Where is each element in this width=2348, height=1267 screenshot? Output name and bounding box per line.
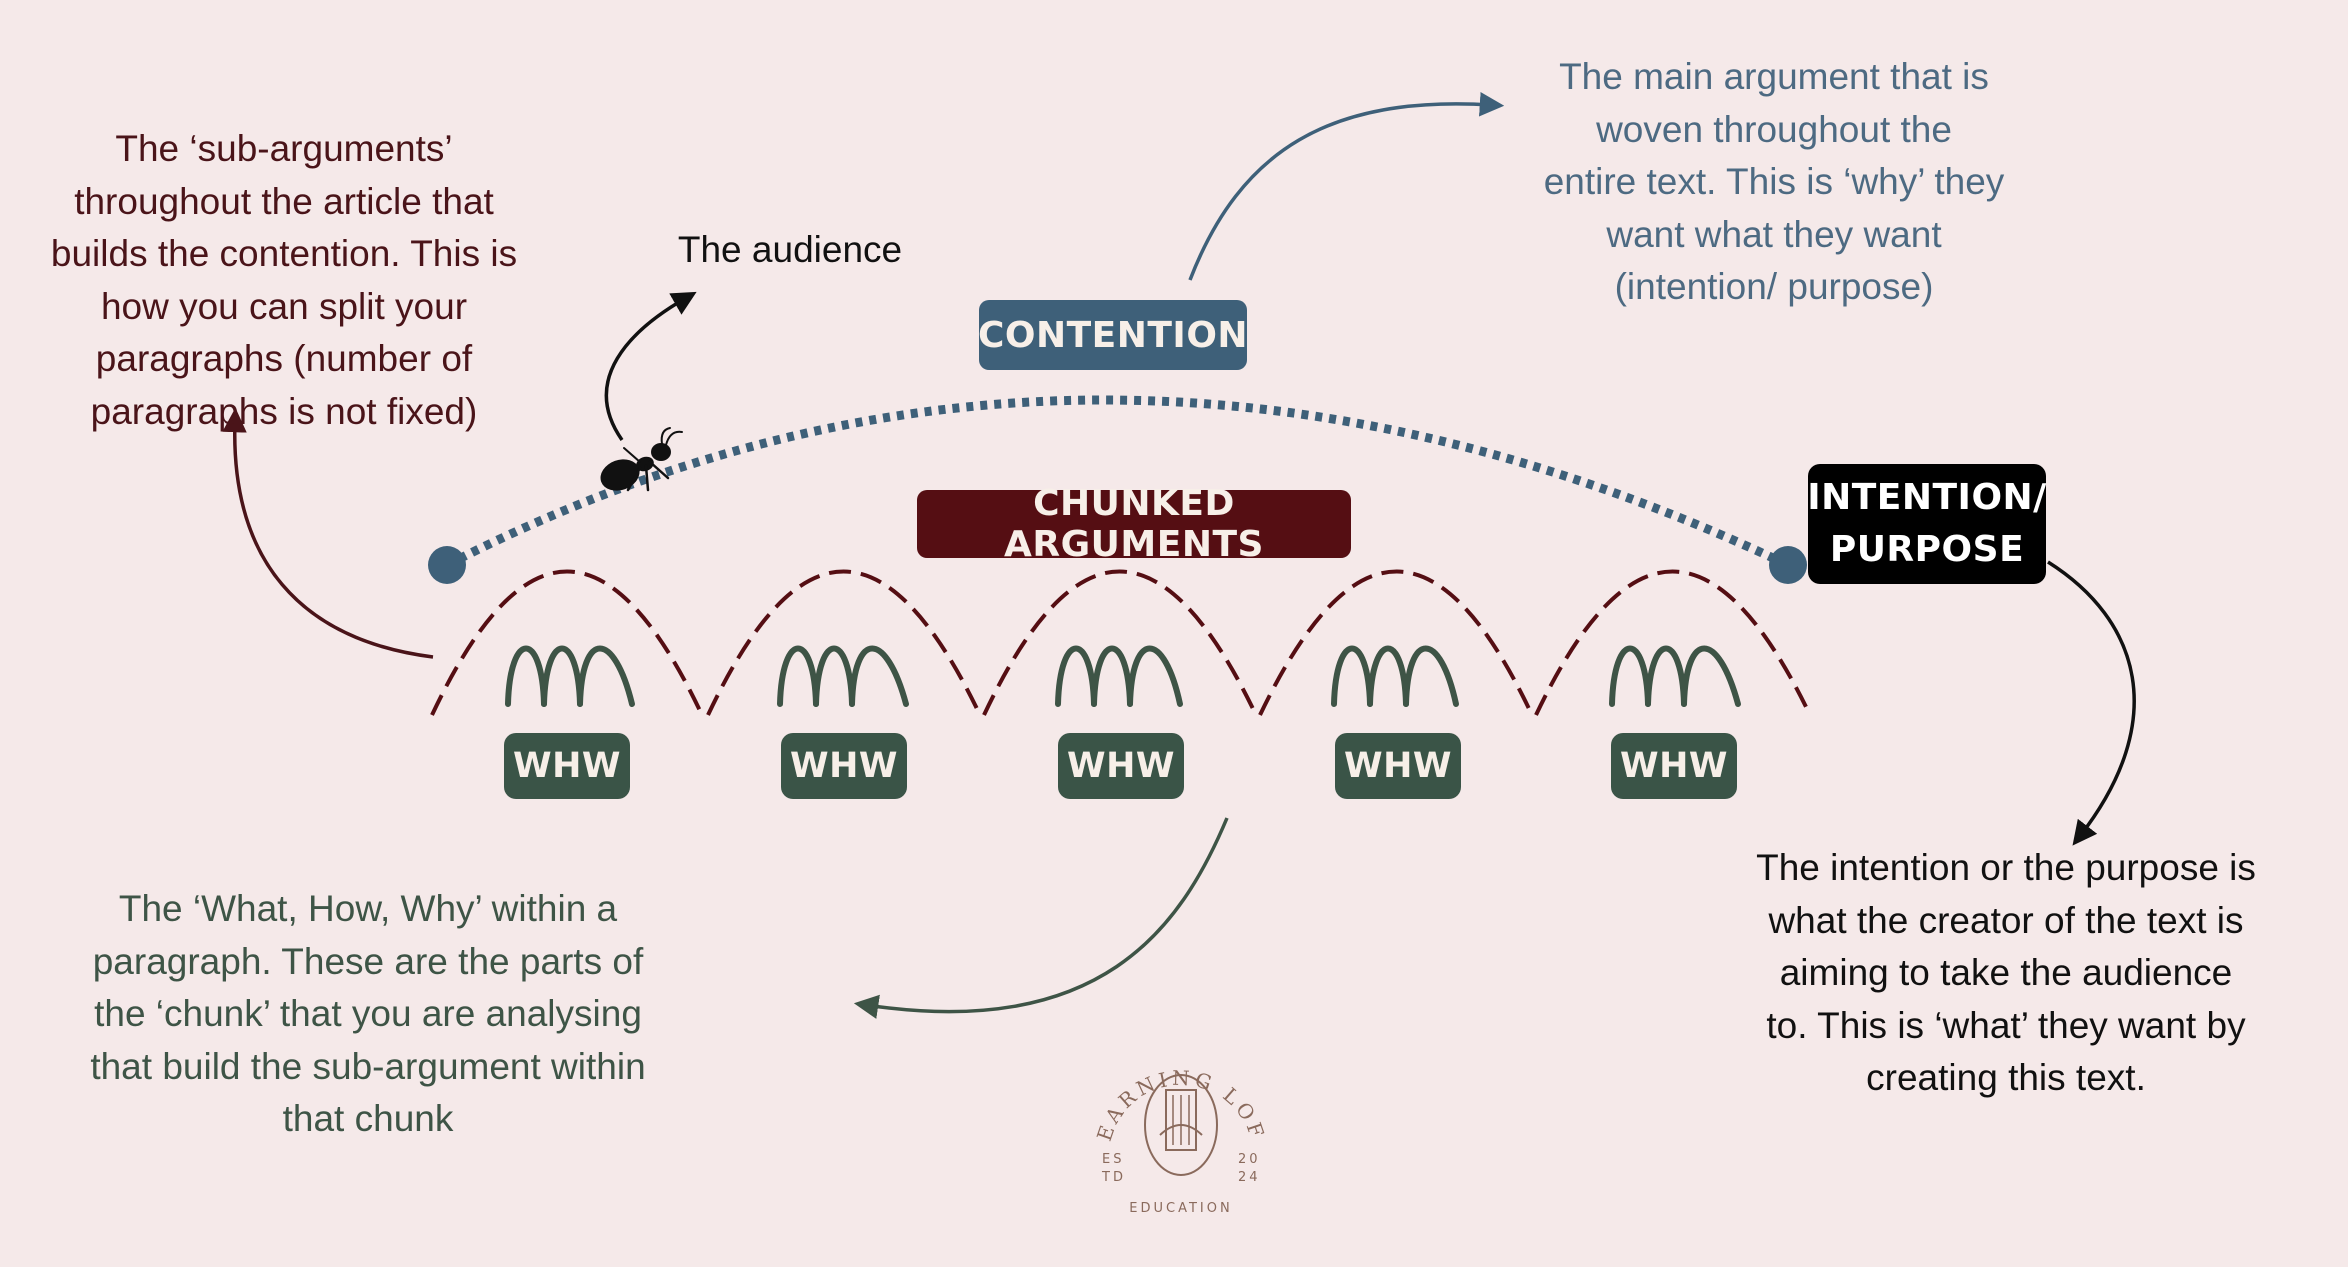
audience-arrow [604,291,697,442]
intention-purpose-label: INTENTION/ PURPOSE [1807,464,2047,584]
chunk-arc [1258,569,1534,716]
sub-argument-arrow [222,407,434,659]
contention-note-line: want what they want [1606,213,1942,255]
chunk-arcs [430,569,1812,716]
intention-purpose-label-line: PURPOSE [1829,529,2025,570]
whw-label: WHW [1335,733,1461,799]
intention-note: The intention or the purpose is what the… [1696,842,2316,1105]
whw-arch-group [1055,645,1183,707]
intention-note-line: creating this text. [1866,1057,2146,1098]
whw-arch-group [1609,645,1741,707]
whw-label: WHW [504,733,630,799]
contention-note-line: woven throughout the [1596,108,1952,150]
sub-arguments-note-line: how you can split your [100,285,468,327]
audience-note: The audience [620,224,960,277]
chunk-arc [430,569,704,716]
contention-note-line: entire text. This is ‘why’ they [1543,161,2005,202]
whw-label: WHW [1611,733,1737,799]
whw-label: WHW [1058,733,1184,799]
contention-note-line: The main argument that is [1559,56,1989,97]
svg-text:TD: TD [1101,1170,1126,1185]
contention-start-dot [428,546,466,584]
contention-note: The main argument that is woven througho… [1494,51,2054,314]
sub-arguments-note-line: builds the contention. This is [50,233,518,274]
contention-arrow [1188,92,1505,281]
contention-arc [444,395,1790,570]
whw-note-line: the ‘chunk’ that you are analysing [94,993,642,1034]
svg-text:24: 24 [1238,1170,1261,1185]
whw-label: WHW [781,733,907,799]
learning-loft-logo: LEARNING LOFT ES TD 20 24 EDUCATION [1080,1035,1266,1216]
intention-note-line: The intention or the purpose is [1756,847,2256,888]
whw-arch-group [1331,645,1459,707]
audience-note-line: The audience [677,229,903,270]
contention-end-dot [1769,546,1807,584]
whw-arch-group [777,645,909,707]
whw-note-line: that chunk [282,1098,454,1139]
chunk-arc [706,569,982,716]
chunk-arc [982,569,1258,716]
whw-note-line: that build the sub-argument within [90,1045,646,1087]
chunked-arguments-label: CHUNKED ARGUMENTS [917,483,1351,565]
intention-note-line: to. This is ‘what’ they want by [1766,1004,2246,1046]
intention-arrow [2047,560,2136,846]
sub-arguments-note-line: The ‘sub-arguments’ [115,128,453,169]
sub-arguments-note-line: throughout the article that [74,180,494,222]
ant-icon [600,427,683,492]
whw-note: The ‘What, How, Why’ within a paragraph.… [28,883,708,1146]
svg-text:EDUCATION: EDUCATION [1129,1201,1232,1216]
sub-arguments-note-line: paragraphs is not fixed) [90,390,478,432]
chunk-arc [1534,569,1812,716]
whw-arch-group [505,645,635,707]
contention-label: CONTENTION [978,300,1248,370]
whw-arrow [853,817,1229,1019]
whw-note-line: paragraph. These are the parts of [92,940,644,982]
svg-text:20: 20 [1238,1152,1261,1167]
whw-arches [505,645,1741,707]
intention-purpose-label-line: INTENTION/ [1807,477,2047,518]
whw-note-line: The ‘What, How, Why’ within a [118,888,618,929]
sub-arguments-note-line: paragraphs (number of [95,338,473,379]
svg-text:ES: ES [1102,1152,1124,1167]
contention-note-line: (intention/ purpose) [1614,266,1934,307]
intention-note-line: what the creator of the text is [1768,899,2244,941]
intention-note-line: aiming to take the audience [1779,952,2233,993]
sub-arguments-note: The ‘sub-arguments’ throughout the artic… [4,123,564,438]
